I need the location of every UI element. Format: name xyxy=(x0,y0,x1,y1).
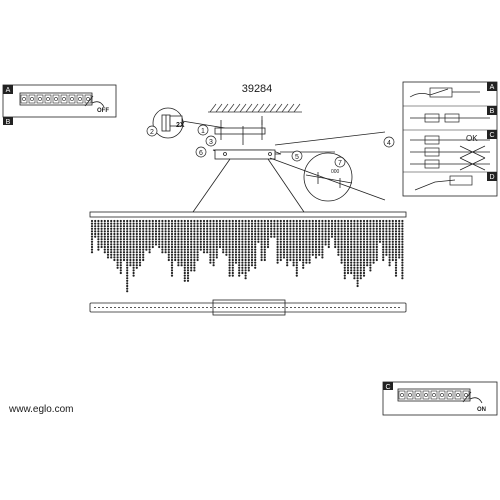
step-2: 2 xyxy=(150,129,154,136)
screw-quantity: 2X xyxy=(176,122,185,129)
step-7: 7 xyxy=(338,160,342,167)
panel-letter-b: B xyxy=(6,119,11,126)
connector-letter-d: D xyxy=(489,174,494,181)
off-label: OFF xyxy=(97,108,109,114)
connector-ok-label: OK xyxy=(466,134,478,143)
on-label: ON xyxy=(477,407,486,413)
switch-on-icon xyxy=(462,391,483,404)
ceiling-hatch xyxy=(208,103,302,113)
luminaire-front-view xyxy=(89,211,407,293)
model-number: 39284 xyxy=(242,83,273,95)
step-callouts xyxy=(146,124,395,168)
mounting-assembly xyxy=(152,107,386,213)
connector-panel xyxy=(402,81,498,197)
step-1: 1 xyxy=(201,128,205,135)
step-5: 5 xyxy=(295,154,299,161)
connector-letter-c: C xyxy=(489,132,494,139)
wire-length-detail xyxy=(303,152,353,202)
switch-off-icon xyxy=(84,95,105,108)
step-4: 4 xyxy=(387,140,391,147)
panel-letter-a: A xyxy=(6,87,11,94)
step-6: 6 xyxy=(199,150,203,157)
step-3: 3 xyxy=(209,139,213,146)
panel-letter-c: C xyxy=(385,384,390,391)
connector-letter-b: B xyxy=(490,108,495,115)
luminaire-top-view xyxy=(89,299,407,316)
panel-left-switch-off: A B OFF xyxy=(2,84,117,126)
panel-right-switch-on xyxy=(382,381,498,416)
dimension-label: 000 xyxy=(331,169,340,175)
connector-letter-a: A xyxy=(490,84,495,91)
website-url: www.eglo.com xyxy=(8,404,73,415)
